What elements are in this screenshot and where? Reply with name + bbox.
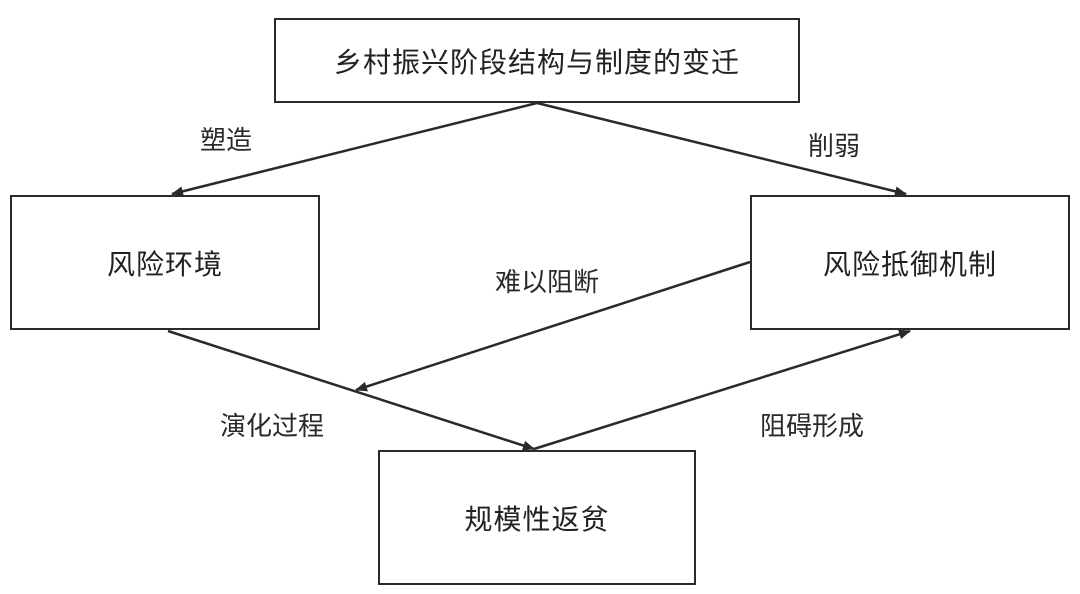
node-left-label: 风险环境: [106, 247, 223, 281]
edge-top-to-left: [171, 101, 538, 197]
edge-label-hard-to-block: 难以阻断: [495, 268, 600, 298]
node-structure-institution-change: 乡村振兴阶段结构与制度的变迁: [274, 18, 800, 103]
edge-label-evolution-process: 演化过程: [220, 412, 325, 442]
node-large-scale-poverty-return: 规模性返贫: [378, 450, 696, 585]
node-risk-environment: 风险环境: [10, 195, 320, 330]
edge-left-to-bottom: [167, 329, 535, 451]
edge-label-weaken: 削弱: [808, 132, 861, 162]
edge-label-shape: 塑造: [200, 126, 253, 156]
node-top-label: 乡村振兴阶段结构与制度的变迁: [333, 45, 740, 79]
edge-top-to-right: [536, 101, 907, 197]
edge-bottom-to-right: [533, 329, 911, 451]
node-risk-defense-mechanism: 风险抵御机制: [750, 195, 1070, 330]
edge-right-to-junction: [355, 260, 751, 392]
node-bottom-label: 规模性返贫: [464, 502, 610, 536]
edge-label-hinder-formation: 阻碍形成: [760, 412, 865, 442]
node-right-label: 风险抵御机制: [822, 247, 997, 281]
